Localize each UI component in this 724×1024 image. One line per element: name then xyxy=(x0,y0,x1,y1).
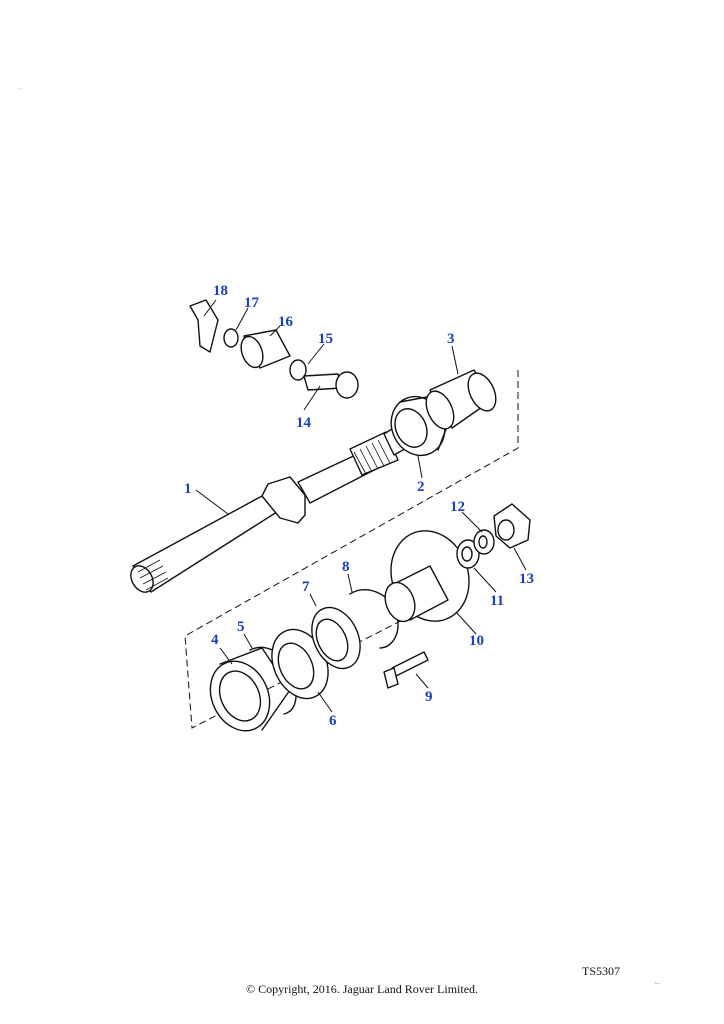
callout-5: 5 xyxy=(237,619,245,635)
corner-mark-top-left: ⌐ xyxy=(18,84,23,93)
part-7-spacer xyxy=(311,606,361,670)
part-12-washer xyxy=(473,529,495,555)
callout-12: 12 xyxy=(450,499,465,515)
callout-3: 3 xyxy=(447,331,455,347)
part-15-oring xyxy=(289,359,307,381)
part-18-clip xyxy=(189,299,219,353)
part-10-hub xyxy=(384,530,470,623)
callout-16: 16 xyxy=(278,314,294,330)
callout-8: 8 xyxy=(342,559,350,575)
callout-labels: 1 2 3 4 5 6 7 8 9 10 11 12 13 14 15 16 1… xyxy=(184,283,534,729)
part-1-shaft xyxy=(130,423,411,593)
part-11-washer xyxy=(456,539,480,569)
callout-6: 6 xyxy=(329,713,337,729)
copyright-notice: © Copyright, 2016. Jaguar Land Rover Lim… xyxy=(245,982,479,996)
callout-15: 15 xyxy=(318,331,333,347)
part-13-nut xyxy=(493,503,531,549)
callout-2: 2 xyxy=(417,479,425,495)
callout-11: 11 xyxy=(490,593,504,609)
part-8-circlip xyxy=(349,588,399,649)
part-6-seal xyxy=(271,628,329,700)
part-9-bolt xyxy=(383,651,429,689)
callout-14: 14 xyxy=(296,415,312,431)
part-4-bearing xyxy=(209,647,291,732)
part-3-sleeve xyxy=(425,369,497,430)
corner-mark-bottom-right: ⌙ xyxy=(654,978,661,987)
callout-10: 10 xyxy=(469,633,484,649)
part-17-seal xyxy=(223,328,239,348)
leader-lines xyxy=(195,299,527,713)
callout-13: 13 xyxy=(519,571,534,587)
part-16-housing xyxy=(240,329,291,369)
callout-17: 17 xyxy=(244,295,260,311)
callout-7: 7 xyxy=(302,579,310,595)
callout-4: 4 xyxy=(211,632,219,648)
figure-reference: TS5307 xyxy=(582,964,621,978)
part-14-pinion xyxy=(303,371,359,399)
callout-18: 18 xyxy=(213,283,228,299)
callout-9: 9 xyxy=(425,689,433,705)
callout-1: 1 xyxy=(184,481,192,497)
